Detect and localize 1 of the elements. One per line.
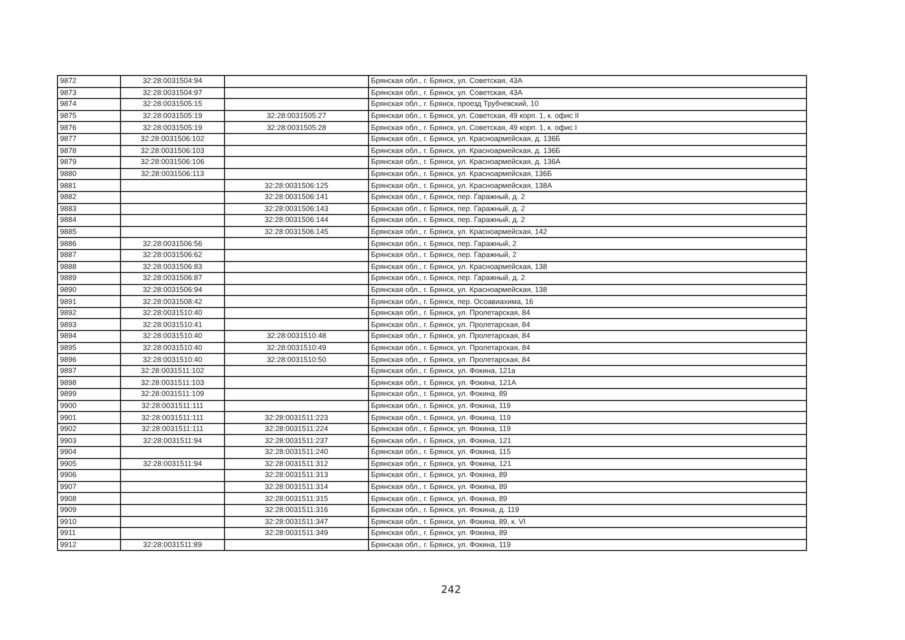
page-number: 242 [441, 584, 462, 596]
